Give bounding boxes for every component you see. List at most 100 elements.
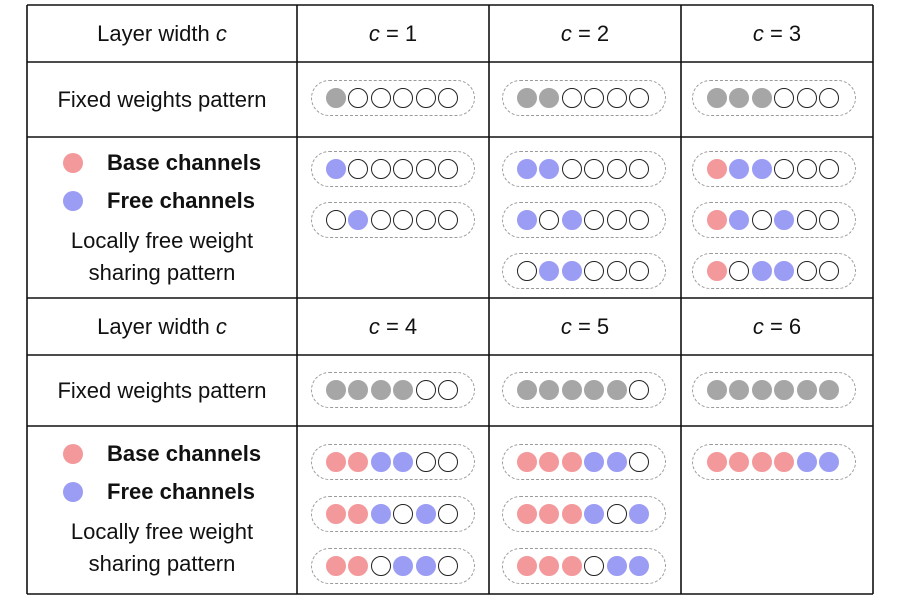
empty-channel-circle-icon (415, 452, 436, 472)
layer-width-header: Layer width c (27, 298, 297, 355)
legend-description-line1: Locally free weight (70, 519, 254, 544)
c-symbol: c (560, 313, 572, 339)
free-channel-circle-icon (561, 210, 582, 230)
empty-channel-circle-icon (629, 452, 649, 472)
empty-channel-circle-icon (629, 261, 649, 281)
empty-channel-circle-icon (584, 261, 605, 281)
empty-channel-circle-icon (370, 210, 391, 230)
free-channel-circle-icon (348, 210, 369, 230)
free-channel-circle-icon (584, 504, 605, 524)
free-channel-circle-icon (370, 504, 391, 524)
free-channel-dot-icon (63, 191, 83, 211)
c-symbol: c (752, 20, 764, 46)
pattern-pill (502, 253, 666, 289)
empty-channel-circle-icon (606, 504, 627, 524)
free-channel-circle-icon (326, 159, 346, 179)
base-channel-circle-icon (517, 504, 537, 524)
fixed-channel-circle-icon (517, 88, 537, 108)
base-channel-circle-icon (348, 504, 369, 524)
fixed-channel-circle-icon (751, 88, 772, 108)
empty-channel-circle-icon (393, 159, 414, 179)
free-channel-circle-icon (606, 556, 627, 576)
column-header-c5: c = 5 (489, 298, 681, 355)
column-header-c6: c = 6 (681, 298, 873, 355)
free-channel-circle-icon (393, 452, 414, 472)
empty-channel-circle-icon (819, 88, 839, 108)
free-channel-circle-icon (561, 261, 582, 281)
empty-channel-circle-icon (584, 210, 605, 230)
base-channel-circle-icon (517, 556, 537, 576)
fixed-weights-label: Fixed weights pattern (27, 355, 297, 426)
free-channel-circle-icon (629, 504, 649, 524)
layer-width-label: Layer width (97, 313, 210, 339)
pattern-pill (692, 444, 856, 480)
column-header-c2: c = 2 (489, 5, 681, 62)
empty-channel-circle-icon (774, 159, 795, 179)
free-channel-circle-icon (393, 556, 414, 576)
legend-base-row: Base channels (27, 149, 297, 177)
free-channel-circle-icon (819, 452, 839, 472)
empty-channel-circle-icon (606, 261, 627, 281)
empty-channel-circle-icon (370, 159, 391, 179)
c-symbol: c (752, 313, 764, 339)
free-channel-dot-icon (63, 482, 83, 502)
fixed-channel-circle-icon (584, 380, 605, 400)
free-channel-circle-icon (629, 556, 649, 576)
free-channel-circle-icon (517, 210, 537, 230)
empty-channel-circle-icon (438, 452, 458, 472)
base-channel-circle-icon (774, 452, 795, 472)
c-symbol: c (368, 313, 380, 339)
legend-free-row: Free channels (27, 478, 297, 506)
empty-channel-circle-icon (348, 88, 369, 108)
base-channel-circle-icon (707, 159, 727, 179)
c-value: = 6 (769, 313, 802, 339)
empty-channel-circle-icon (729, 261, 750, 281)
empty-channel-circle-icon (606, 88, 627, 108)
free-channel-circle-icon (415, 556, 436, 576)
legend-description: Locally free weight sharing pattern (27, 516, 297, 580)
empty-channel-circle-icon (415, 159, 436, 179)
fixed-channel-circle-icon (517, 380, 537, 400)
empty-channel-circle-icon (370, 556, 391, 576)
empty-channel-circle-icon (326, 210, 346, 230)
empty-channel-circle-icon (796, 88, 817, 108)
empty-channel-circle-icon (796, 159, 817, 179)
empty-channel-circle-icon (751, 210, 772, 230)
pattern-pill (692, 253, 856, 289)
pattern-pill (502, 548, 666, 584)
pattern-pill (692, 80, 856, 116)
fixed-channel-circle-icon (707, 380, 727, 400)
pattern-pill (502, 151, 666, 187)
empty-channel-circle-icon (415, 380, 436, 400)
base-channel-circle-icon (326, 556, 346, 576)
empty-channel-circle-icon (774, 88, 795, 108)
layer-width-header: Layer width c (27, 5, 297, 62)
fixed-channel-circle-icon (370, 380, 391, 400)
pattern-pill (692, 372, 856, 408)
fixed-channel-circle-icon (774, 380, 795, 400)
empty-channel-circle-icon (438, 556, 458, 576)
fixed-channel-circle-icon (326, 380, 346, 400)
empty-channel-circle-icon (561, 88, 582, 108)
pattern-pill (502, 80, 666, 116)
free-channel-circle-icon (584, 452, 605, 472)
base-channel-circle-icon (561, 504, 582, 524)
base-channel-circle-icon (561, 452, 582, 472)
pattern-pill (311, 151, 475, 187)
empty-channel-circle-icon (438, 504, 458, 524)
base-channel-circle-icon (707, 210, 727, 230)
base-channel-circle-icon (517, 452, 537, 472)
fixed-channel-circle-icon (751, 380, 772, 400)
empty-channel-circle-icon (819, 159, 839, 179)
column-header-c4: c = 4 (297, 298, 489, 355)
empty-channel-circle-icon (819, 261, 839, 281)
base-channel-circle-icon (539, 452, 560, 472)
empty-channel-circle-icon (561, 159, 582, 179)
empty-channel-circle-icon (393, 210, 414, 230)
free-channel-circle-icon (729, 159, 750, 179)
base-channel-dot-icon (63, 153, 83, 173)
free-channel-circle-icon (751, 261, 772, 281)
legend-description-line1: Locally free weight (70, 228, 254, 253)
empty-channel-circle-icon (606, 159, 627, 179)
fixed-channel-circle-icon (707, 88, 727, 108)
